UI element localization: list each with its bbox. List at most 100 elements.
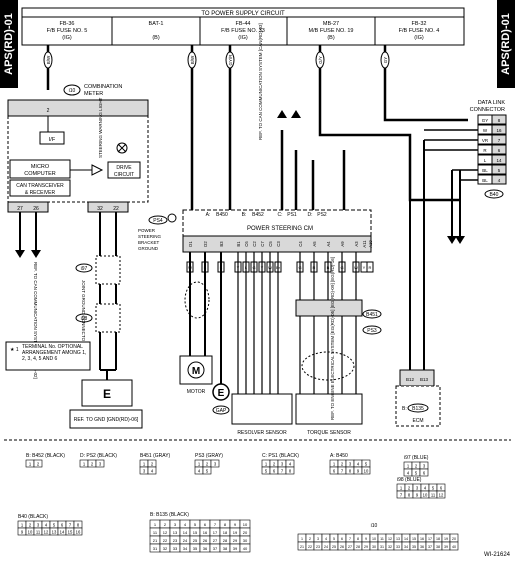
cm-pin: A5 [312,241,317,247]
connector-view-title: i98 (BLUE) [397,477,422,483]
connector-cell-num: 10 [423,492,428,497]
connector-cell-num: 6 [341,537,343,541]
connector-cell-num: 10 [372,537,376,541]
connector-cell-num: 12 [388,537,392,541]
connector-view-title: B: B135 (BLACK) [150,512,189,518]
gap-label: GAP [216,408,227,414]
wire-fuse-4: G/Y [318,56,323,64]
connector-cell-num: 2 [151,461,154,466]
connector-cell [419,468,429,477]
connector-cell-num: 30 [372,545,376,549]
bracket-label-2: STEERING [138,234,162,239]
wire-fuse-2: B/W [190,55,195,64]
connector-cell-num: 2 [273,461,276,466]
connector-cell-num: 3 [37,522,40,527]
connector-cell-num: 13 [173,530,178,535]
wire-tag-box [366,261,374,273]
connector-cell-num: 26 [203,538,208,543]
dlc-pin: 16 [496,128,502,133]
fuse-4-line3: (B) [327,35,335,41]
connector-cell-num: 2 [37,461,40,466]
connector-cell-num: 15 [68,529,73,534]
connector-cell-num: 35 [412,545,416,549]
dlc-wire-color: L [484,158,487,163]
cm-pin: A3 [354,241,359,247]
connector-cell-num: 2 [408,485,411,490]
section-tab-right: APS(RD)-01 [497,0,515,88]
bracket-label-1: POWER [138,228,156,233]
ground-bracket: PS4 POWER STEERING BRACKET GROUND [138,213,177,251]
connector-cell [436,490,446,499]
dlc-label-1: DATA LINK [478,100,506,106]
connector-cell-num: 7 [349,537,351,541]
connector-cell-num: 4 [289,461,292,466]
micro-computer-1: MICRO [31,164,50,170]
torque-conn-b: PS3 [367,328,377,334]
connector-cell-num: 2 [415,463,418,468]
dlc-pin: 7 [498,138,501,143]
connector-cell-num: 1 [83,461,86,466]
connector-cell-num: 9 [416,492,419,497]
bracket-label-4: GROUND [138,246,159,251]
wire-color-labels: B/W B/W GY/R G/Y GY [46,54,388,66]
ecm-pin-2: B13 [420,377,429,382]
connector-view-title: i97 (BLUE) [404,455,429,461]
connector-cell-num: 14 [183,530,188,535]
power-supply-box [21,7,465,46]
cm-conn-b-prefix: B: [242,212,247,218]
connector-cell-num: 4 [325,537,327,541]
connector-cell-num: 9 [234,522,237,527]
connector-cell-num: 20 [452,537,456,541]
cm-pin: C5 [268,241,273,247]
connector-cell-num: 19 [233,530,238,535]
connector-cell [239,543,251,553]
cm-pin: C6 [244,241,249,247]
connector-cell-num: 2 [206,461,209,466]
joint-ground: i97 i98 JOINT GROUND CONNECTOR [75,212,121,370]
fuse-labels: FB-36 F/B FUSE NO. 5 (IG) BAT-1 (B) FB-4… [47,21,440,41]
connector-cell-num: 4 [45,522,48,527]
connector-cell-num: 16 [420,537,424,541]
dlc-pin: 14 [496,158,502,163]
bracket-connector: PS4 [153,218,163,224]
meter-label-1: COMBINATION [84,84,122,90]
connector-cell-num: 13 [396,537,400,541]
connector-cell-num: 1 [29,461,32,466]
connector-view-title: C: PS1 (BLACK) [262,453,299,459]
connector-cell-num: 40 [243,546,248,551]
connector-cell-num: 33 [396,545,400,549]
combination-meter: i10 COMBINATION METER 2 I/F MICRO COMPUT… [7,84,149,213]
connector-cell-num: 1 [400,485,403,490]
wire-fuse-3: GY/R [228,54,233,66]
connector-cell-num: 4 [407,470,410,475]
connector-cell-num: 25 [332,545,336,549]
connector-cell-num: 14 [60,529,65,534]
motor: M MOTOR [179,252,213,395]
connector-cell-num: 8 [408,492,411,497]
connector-cell-num: 5 [415,470,418,475]
connector-view-title: A: B450 [330,453,348,459]
dlc-pin-cell [491,134,507,145]
connector-cell-num: 10 [243,522,248,527]
torque-sensor: B451 PS3 TORQUE SENSOR [295,252,382,436]
note-text: TERMINAL No. OPTIONAL ARRANGEMENT AMONG … [22,344,87,362]
ecm-label: ECM [412,418,423,424]
connector-cell-num: 9 [357,468,360,473]
joint-ground-label: JOINT GROUND CONNECTOR [81,280,86,345]
connector-cell-num: 31 [380,545,384,549]
dlc-pin-cell [491,174,507,185]
bracket-label-3: BRACKET [138,240,160,245]
connector-cell-num: 3 [214,461,217,466]
connector-cell-num: 35 [193,546,198,551]
connector-cell-num: 37 [213,546,218,551]
connector-cell-num: 1 [301,537,303,541]
connector-cell-num: 26 [340,545,344,549]
cm-pin: A10 [368,240,373,248]
connector-cell-num: 5 [333,537,335,541]
connector-cell-num: 4 [184,522,187,527]
can-pin-2: 26 [33,206,39,212]
connector-cell-num: 4 [424,485,427,490]
connector-cell-num: 17 [213,530,218,535]
connector-cell-num: 3 [143,468,146,473]
